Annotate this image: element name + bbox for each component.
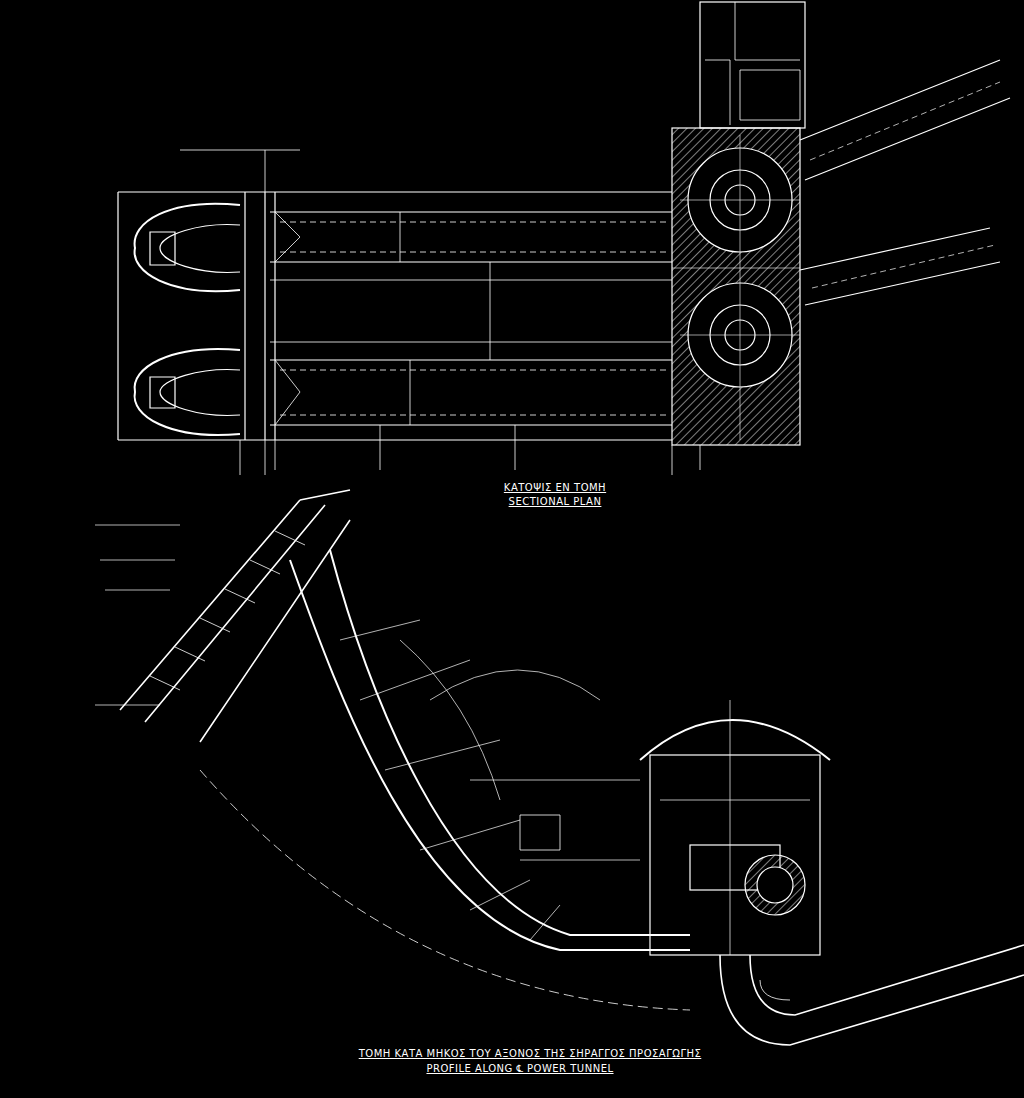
plan-frame bbox=[118, 192, 672, 440]
intake-pier bbox=[150, 232, 175, 265]
center-line bbox=[672, 135, 800, 440]
profile bbox=[95, 490, 1024, 1045]
concrete-block bbox=[672, 128, 800, 445]
bellmouth-intake bbox=[135, 204, 240, 291]
drawing-title: ΤΟΜΗ ΚΑΤΑ ΜΗΚΟΣ ΤΟΥ ΑΞΟΝΟΣ ΤΗΣ ΣΗΡΑΓΓΟΣ … bbox=[357, 1048, 704, 1060]
sectional-plan bbox=[118, 2, 1010, 475]
powerhouse bbox=[650, 755, 820, 955]
spiral-case-bore bbox=[757, 867, 793, 903]
elevation-leader bbox=[95, 525, 180, 705]
penstock bbox=[800, 228, 1000, 305]
tailrace bbox=[750, 945, 1024, 1015]
excavation-line bbox=[200, 770, 690, 1010]
pier-line bbox=[270, 280, 672, 342]
trash-rack bbox=[245, 192, 275, 440]
penstock bbox=[800, 60, 1010, 180]
dimension-line bbox=[180, 150, 300, 192]
tailrace bbox=[720, 955, 1024, 1045]
penstock-axis bbox=[810, 82, 1000, 288]
drawing-title: SECTIONAL PLAN bbox=[507, 496, 604, 508]
bellmouth-intake bbox=[135, 349, 240, 435]
spiral-case bbox=[745, 855, 805, 915]
intake-pier bbox=[150, 377, 175, 408]
intake-rung bbox=[150, 531, 305, 690]
leader-line bbox=[400, 640, 640, 860]
gate-chamber bbox=[520, 815, 560, 850]
dimension-tick bbox=[240, 425, 700, 475]
draft-tube bbox=[760, 980, 790, 1000]
dimension-line bbox=[400, 212, 490, 425]
powerhouse-floor bbox=[660, 700, 810, 955]
gate-house bbox=[700, 2, 805, 128]
transition bbox=[275, 212, 300, 425]
tunnel-lining bbox=[280, 222, 668, 415]
tunnel-wall bbox=[270, 212, 672, 425]
drawing-title: ΚΑΤΟΨΙΣ ΕΝ ΤΟΜΗ bbox=[502, 482, 608, 494]
power-tunnel bbox=[330, 550, 690, 935]
gate-house-room bbox=[705, 2, 800, 125]
inclined-intake bbox=[120, 490, 350, 742]
roof-dome bbox=[640, 720, 830, 760]
drawing-title: PROFILE ALONG ℄ POWER TUNNEL bbox=[424, 1063, 615, 1075]
